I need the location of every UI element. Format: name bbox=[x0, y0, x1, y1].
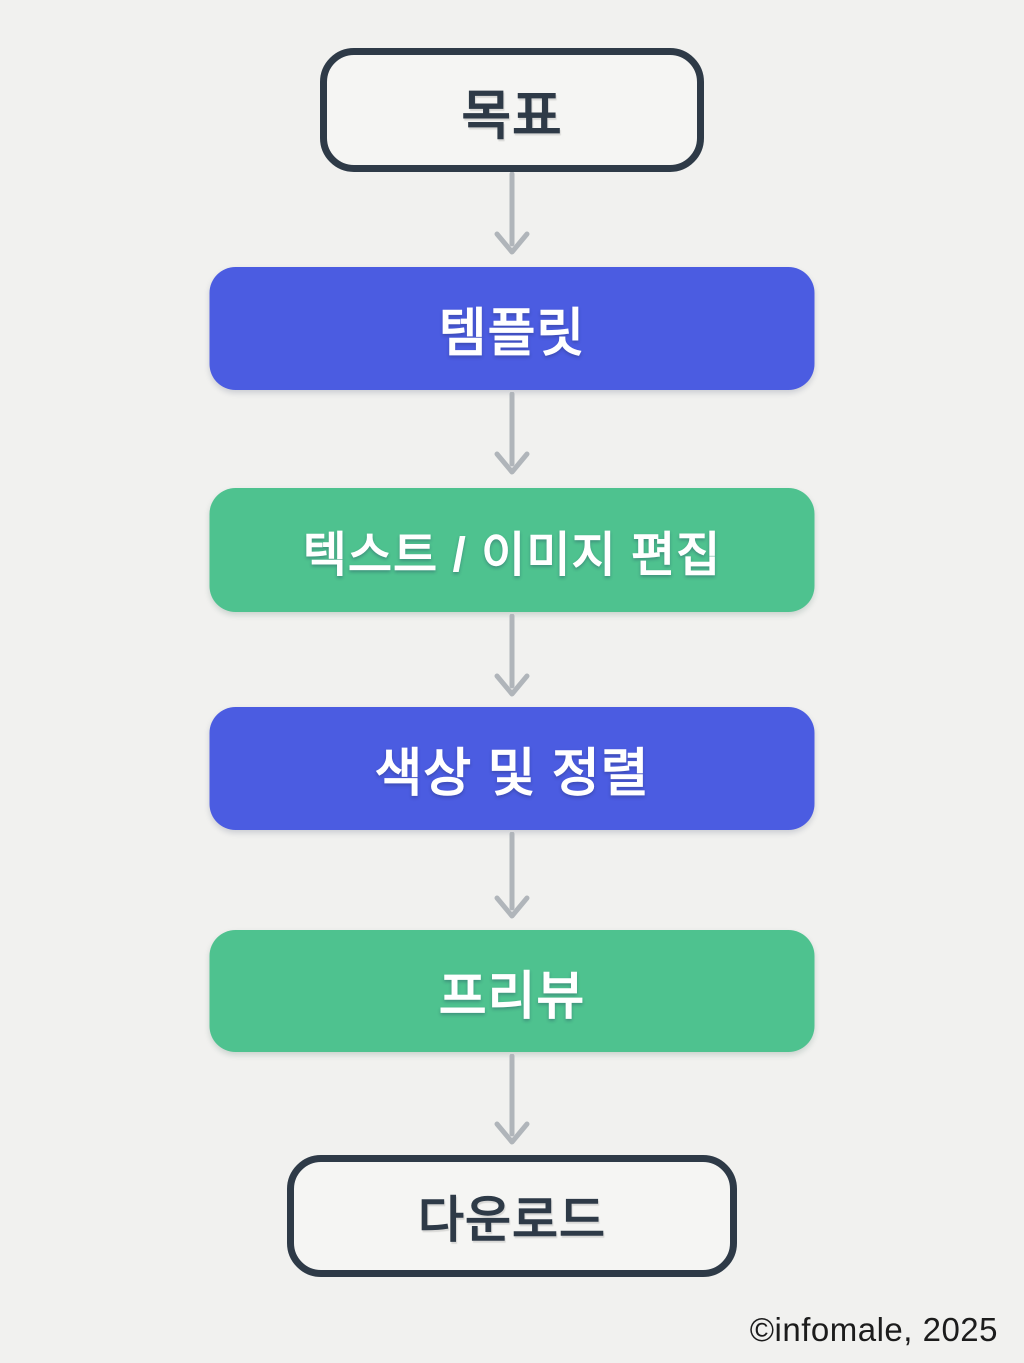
credit-text: ©infomale, 2025 bbox=[749, 1311, 998, 1348]
flow-node-goal: 목표 bbox=[320, 48, 704, 172]
flow-node-text-image-edit: 텍스트 / 이미지 편집 bbox=[209, 488, 815, 612]
flow-node-color-and-align-label: 색상 및 정렬 bbox=[374, 745, 650, 803]
arrow-down-icon bbox=[494, 614, 530, 697]
flow-node-preview-label: 프리뷰 bbox=[438, 967, 586, 1026]
arrow-down-icon bbox=[494, 392, 530, 475]
flow-node-download-label: 다운로드 bbox=[418, 1192, 606, 1248]
flow-node-text-image-edit-label: 텍스트 / 이미지 편집 bbox=[302, 529, 722, 582]
flow-node-template-label: 템플릿 bbox=[438, 305, 586, 363]
flow-node-template: 템플릿 bbox=[209, 267, 815, 390]
flow-node-download: 다운로드 bbox=[287, 1155, 737, 1277]
flow-node-color-and-align: 색상 및 정렬 bbox=[209, 707, 815, 830]
flow-node-goal-label: 목표 bbox=[461, 85, 563, 146]
arrow-down-icon bbox=[494, 832, 530, 919]
arrow-down-icon bbox=[494, 1054, 530, 1145]
flow-node-preview: 프리뷰 bbox=[209, 930, 815, 1052]
arrow-down-icon bbox=[494, 172, 530, 255]
